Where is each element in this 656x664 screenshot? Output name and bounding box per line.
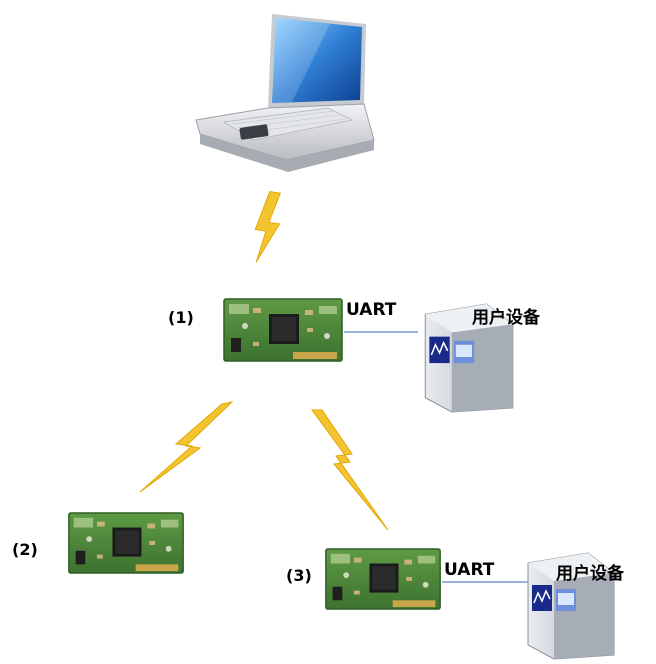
rf-module-icon-3 xyxy=(325,548,441,610)
laptop-icon xyxy=(195,14,375,172)
lightning-icon-laptop-link xyxy=(250,189,285,266)
module-3-tag: (3) xyxy=(286,566,312,585)
rf-module-icon-1 xyxy=(223,298,343,362)
module-1-device-label: 用户设备 xyxy=(472,308,540,328)
module-3-uart-label: UART xyxy=(444,560,495,580)
lightning-icon-link-1-2 xyxy=(139,401,234,493)
module-3-device-label: 用户设备 xyxy=(556,564,624,584)
lightning-icon-link-1-3 xyxy=(311,409,389,531)
module-2-tag: (2) xyxy=(12,540,38,559)
module-1-uart-label: UART xyxy=(346,300,397,320)
module-1-tag: (1) xyxy=(168,308,194,327)
rf-module-icon-2 xyxy=(68,512,184,574)
